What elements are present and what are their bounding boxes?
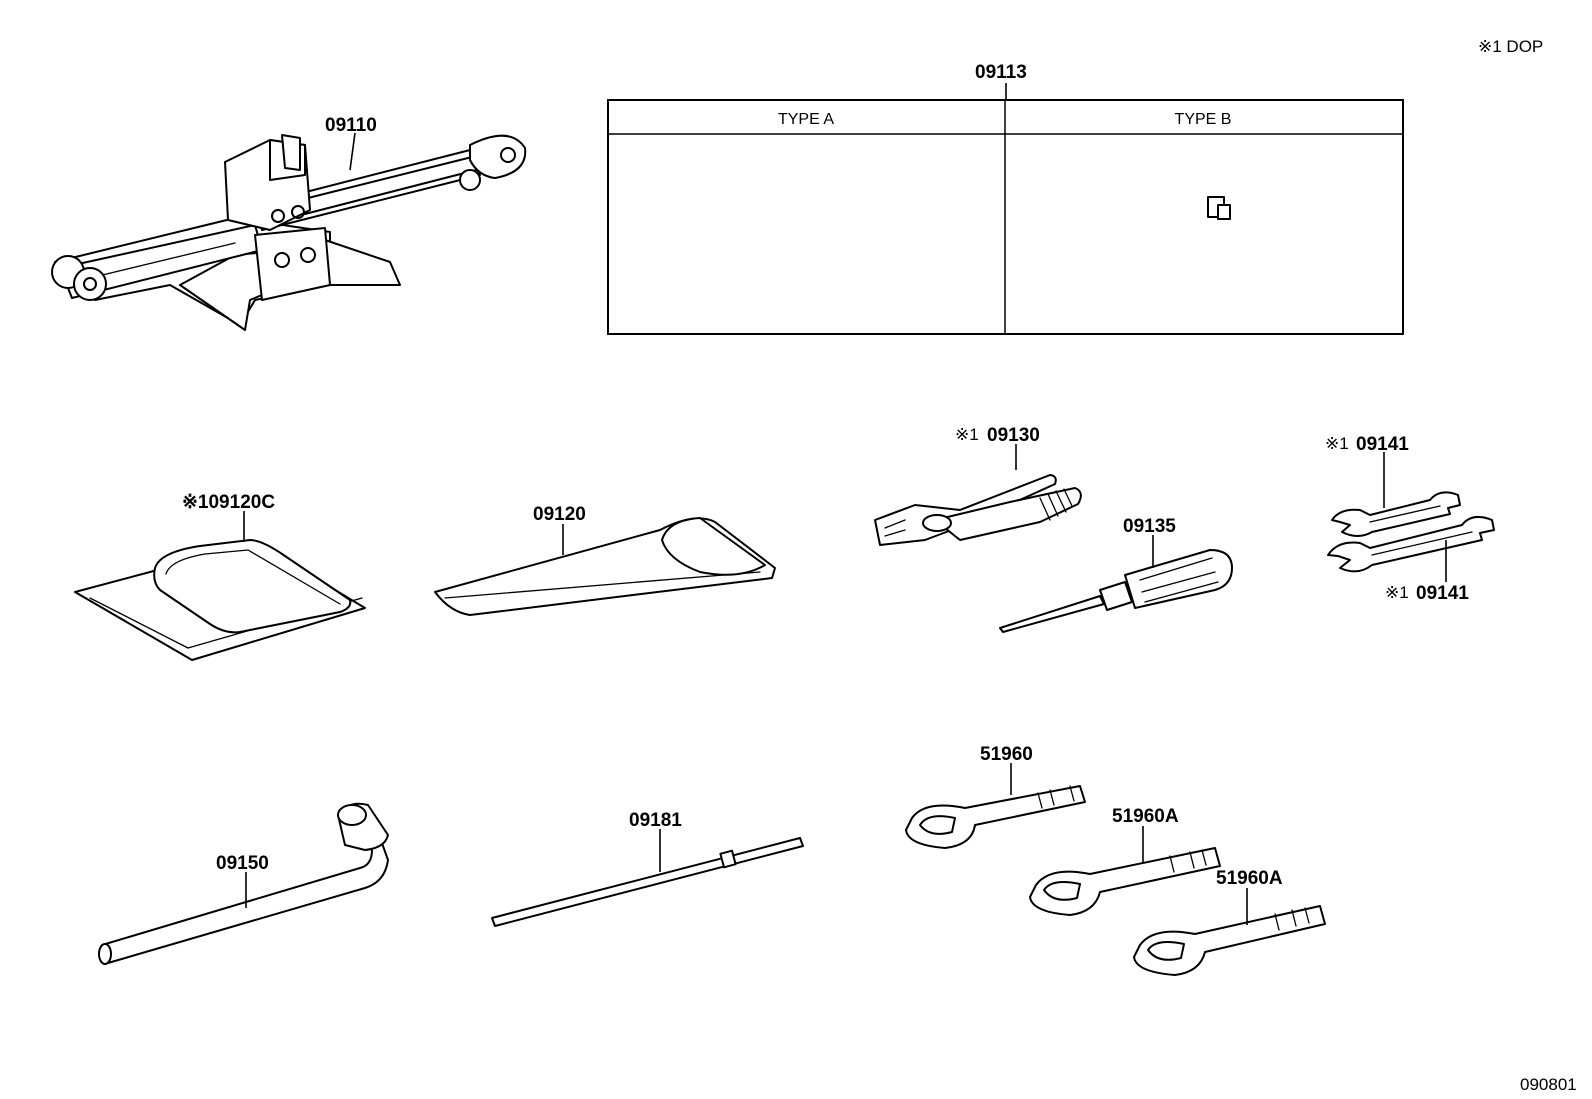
tow-hook-a1-part-label: 51960A bbox=[1112, 806, 1179, 827]
pliers-part-label: 09130 bbox=[987, 425, 1040, 446]
wrench-upper-dop-mark: ※1 bbox=[1325, 434, 1349, 453]
jack-handle-part-label: 09113 bbox=[975, 62, 1027, 83]
wrench-upper-part-label: 09141 bbox=[1356, 434, 1409, 455]
pliers-illustration bbox=[874, 474, 1082, 546]
screwdriver-part-label: 09135 bbox=[1123, 516, 1176, 537]
tow-hook-a2-part-label: 51960A bbox=[1216, 868, 1283, 889]
jack-illustration bbox=[51, 134, 527, 331]
jack-part-label: 09110 bbox=[325, 115, 377, 136]
tow-hook-a1-illustration bbox=[1029, 847, 1221, 916]
jack-leader bbox=[349, 132, 356, 171]
wrench-lower-illustration bbox=[1327, 515, 1495, 573]
diagram-id: 090801 bbox=[1520, 1075, 1577, 1094]
wrench-lower-dop-mark: ※1 bbox=[1385, 583, 1409, 602]
tool-bag-illustration bbox=[434, 517, 776, 616]
tow-hook-a2-illustration bbox=[1133, 905, 1326, 976]
wrench-upper-illustration bbox=[1331, 491, 1461, 537]
type-a-header: TYPE A bbox=[778, 111, 834, 128]
dop-note: ※1 DOP bbox=[1478, 37, 1543, 56]
tow-hook-part-label: 51960 bbox=[980, 744, 1033, 765]
screwdriver-illustration bbox=[999, 549, 1233, 633]
wrench-lower-part-label: 09141 bbox=[1416, 583, 1469, 604]
lug-wrench-illustration bbox=[98, 802, 389, 965]
tow-hook-illustration bbox=[905, 785, 1086, 849]
jack-handle-type-b bbox=[1017, 196, 1392, 282]
tool-bag-c-illustration bbox=[74, 539, 366, 661]
lug-wrench-part-label: 09150 bbox=[216, 853, 269, 874]
type-b-header: TYPE B bbox=[1175, 111, 1232, 128]
tool-bag-part-label: 09120 bbox=[533, 504, 586, 525]
pliers-dop-mark: ※1 bbox=[955, 425, 979, 444]
jack-handle-type-a bbox=[658, 146, 942, 329]
extension-bar-illustration bbox=[491, 837, 804, 927]
extension-bar-part-label: 09181 bbox=[629, 810, 682, 831]
tool-bag-c-part-label: ※109120C bbox=[182, 492, 275, 513]
